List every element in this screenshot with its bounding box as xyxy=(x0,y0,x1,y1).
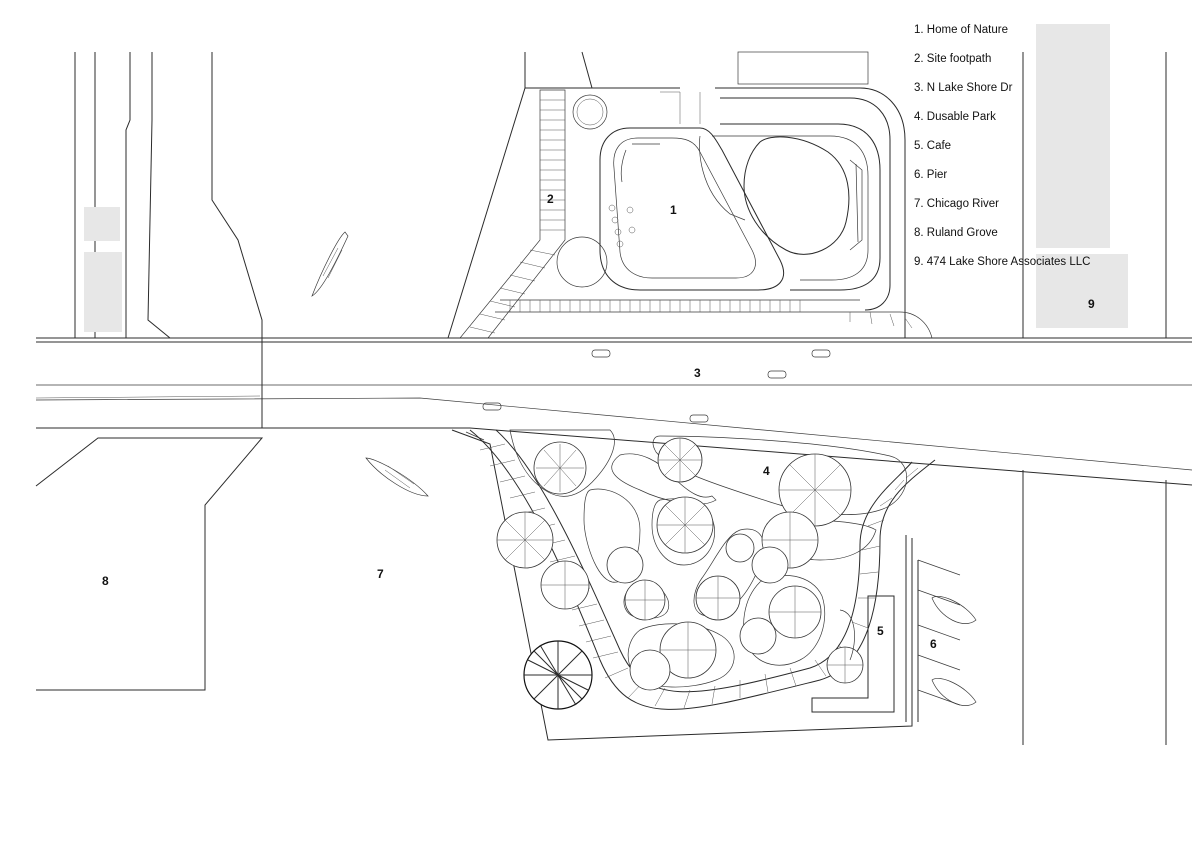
legend-item: 6. Pier xyxy=(914,169,948,181)
marker-dusable-park: 4 xyxy=(763,464,770,478)
legend-item: 1. Home of Nature xyxy=(914,24,1008,36)
legend-item: 4. Dusable Park xyxy=(914,111,996,123)
legend-item: 5. Cafe xyxy=(914,140,952,152)
road-lake-shore-drive xyxy=(35,337,1193,486)
marker-pier: 6 xyxy=(930,637,937,651)
boat-upper xyxy=(311,231,349,297)
north-site xyxy=(447,51,933,339)
marker-cafe: 5 xyxy=(877,624,884,638)
marker-ruland-grove: 8 xyxy=(102,574,109,588)
left-parcel-lines xyxy=(74,52,263,339)
map-markers: 1 2 3 4 5 6 7 8 9 xyxy=(102,192,1095,651)
trees xyxy=(496,437,864,710)
marker-lake-shore-dr: 3 xyxy=(694,366,701,380)
cars xyxy=(482,349,831,423)
legend-item: 9. 474 Lake Shore Associates LLC xyxy=(914,256,1091,268)
marker-lake-shore-associates: 9 xyxy=(1088,297,1095,311)
grove-parcel xyxy=(35,437,264,691)
right-parcel xyxy=(1022,24,1167,745)
marker-site-footpath: 2 xyxy=(547,192,554,206)
boat-river xyxy=(365,457,429,497)
dusable-park xyxy=(451,429,977,741)
cafe-building xyxy=(811,595,895,713)
legend-item: 2. Site footpath xyxy=(914,53,992,65)
marker-chicago-river: 7 xyxy=(377,567,384,581)
legend-item: 8. Ruland Grove xyxy=(914,227,998,239)
flower-row xyxy=(608,204,636,248)
marker-home-of-nature: 1 xyxy=(670,203,677,217)
legend-item: 3. N Lake Shore Dr xyxy=(914,82,1013,94)
pier xyxy=(905,535,977,722)
legend-item: 7. Chicago River xyxy=(914,198,1000,210)
map-legend: 1. Home of Nature 2. Site footpath 3. N … xyxy=(914,22,1090,283)
